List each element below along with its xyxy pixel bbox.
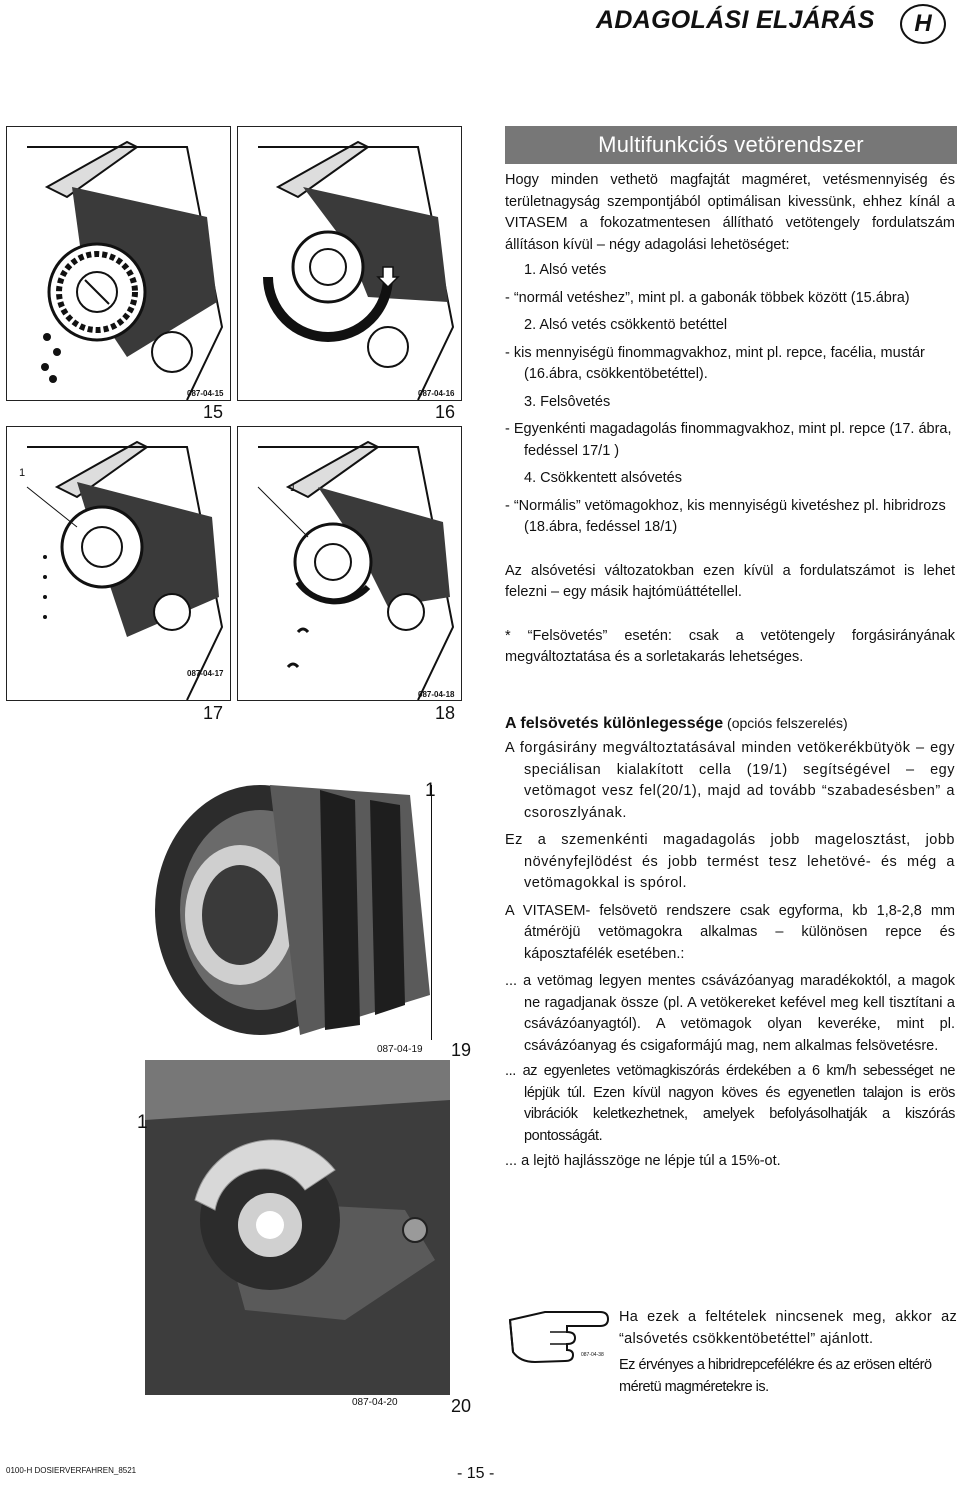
pointing-hand-icon: 087-04-38 [505,1300,615,1370]
special-paragraph: ... a lejtö hajlásszöge ne lépje túl a 1… [505,1153,781,1169]
special-heading: A felsövetés különlegessége (opciós fels… [505,712,955,735]
figure-number: 19 [451,1040,472,1060]
section-body: Hogy minden vethetö magfajtát magméret, … [505,170,955,669]
seed-wheel-photo [155,785,430,1035]
special-paragraph: ... a vetömag legyen mentes csávázóanyag… [505,973,955,1054]
figure-number: 20 [451,1396,472,1416]
option-2-desc: - kis mennyiségü finommagvakhoz, mint pl… [505,344,925,383]
seed-metering-diagram-18 [257,440,455,701]
top-sowing-note: * “Felsövetés” esetén: csak a vetötengel… [505,627,955,666]
figure-code: 087-04-20 [352,1397,398,1408]
seed-metering-diagram-15 [27,140,224,401]
figure-number: 15 [203,402,224,422]
figure-code: 087-04-38 [581,1352,604,1358]
figure-code: 087-04-18 [418,690,455,699]
callout-label: 1 [290,482,297,494]
special-title: A felsövetés különlegessége [505,715,724,732]
intro-paragraph: Hogy minden vethetö magfajtát magméret, … [505,172,955,253]
figure-code: 087-04-16 [418,389,455,398]
option-1-title: 1. Alsó vetés [524,262,607,278]
special-section: A felsövetés különlegessége (opciós fels… [505,712,955,1173]
figure-18: 1 087-04-18 [237,426,462,701]
note-paragraph: Ha ezek a feltételek nincsenek meg, akko… [619,1309,957,1347]
option-2-title: 2. Alsó vetés csökkentö betéttel [524,317,728,333]
figure-number: 16 [435,402,456,422]
figure-17: 1 087-04-17 [6,426,231,701]
seed-metering-diagram-16 [258,140,455,401]
special-paragraph: A VITASEM- felsövetö rendszere csak egyf… [505,902,955,962]
figure-15: 087-04-15 [6,126,231,401]
callout-label: 1 [19,467,26,479]
document-id: 0100-H DOSIERVERFAHREN_8521 [6,1466,137,1475]
callout-line [431,785,432,1040]
figure-number: 18 [435,703,456,723]
option-4-title: 4. Csökkentett alsóvetés [524,470,682,486]
figure-16: 087-04-16 [237,126,462,401]
note-paragraph: Ez érvényes a hibridrepcefélékre és az e… [619,1357,932,1395]
language-badge: H [900,4,946,44]
figure-19: 1 [150,735,440,1035]
seed-metering-diagram-17 [26,440,224,701]
figure-code: 087-04-19 [377,1044,423,1055]
special-title-suffix: (opciós felszerelés) [723,715,848,731]
option-3-desc: - Egyenkénti magadagolás finommagvakhoz,… [505,421,952,459]
callout-label: 1 [137,1112,148,1133]
special-paragraph: ... az egyenletes vetömagkiszórás érdeké… [505,1063,955,1144]
special-paragraph: A forgásirány megváltoztatásával minden … [505,740,955,821]
note-box: Ha ezek a feltételek nincsenek meg, akko… [619,1307,957,1398]
figure-number: 17 [203,703,224,723]
page-title: ADAGOLÁSI ELJÁRÁS [596,6,875,34]
option-4-desc: - “Normális” vetömagokhoz, kis mennyiség… [505,497,946,536]
figure-20: 1 [105,1060,450,1395]
section-title: Multifunkciós vetörendszer [505,126,957,164]
option-1-desc: - “normál vetéshez”, mint pl. a gabonák … [505,289,910,306]
speed-note: Az alsóvetési változatokban ezen kívül a… [505,562,955,601]
callout-label: 1 [425,780,436,802]
option-3-title: 3. Felsôvetés [524,393,611,410]
seed-housing-photo [145,1060,450,1395]
special-paragraph: Ez a szemenkénti magadagolás jobb magelo… [505,832,955,891]
page-number: - 15 - [457,1465,495,1482]
figure-code: 087-04-15 [187,389,224,398]
figure-code: 087-04-17 [187,669,224,678]
